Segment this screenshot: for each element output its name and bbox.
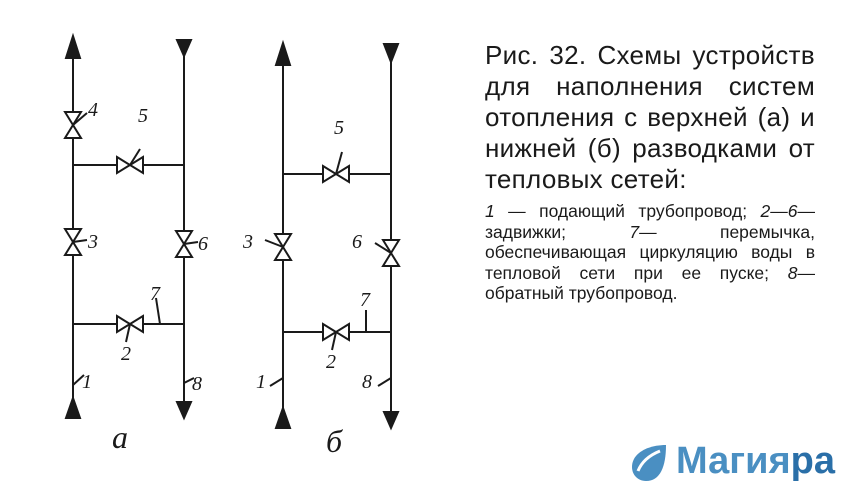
valve-4-a bbox=[63, 111, 88, 139]
callout-8-a: 8 bbox=[192, 373, 202, 395]
supply-arrow-top-a bbox=[64, 32, 82, 59]
legend-number: 2—6 bbox=[760, 201, 798, 221]
scheme-label-b: б bbox=[326, 423, 343, 459]
legend-number: 7 bbox=[629, 221, 640, 242]
leader-1-a bbox=[72, 374, 85, 386]
supply-arrow-bottom-b bbox=[274, 404, 292, 429]
leader-1-b bbox=[269, 377, 284, 387]
watermark-text-accent: ра bbox=[790, 440, 835, 482]
valve-5-a bbox=[116, 148, 144, 175]
caption-title: Рис. 32. Схемы устройств для наполнения … bbox=[485, 40, 815, 194]
return-arrow-top-a bbox=[175, 39, 193, 59]
legend-text: — задвижки; bbox=[485, 201, 815, 242]
figure-caption: Рис. 32. Схемы устройств для наполнения … bbox=[485, 40, 815, 304]
legend-text: — перемычка, обеспечивающая циркуляцию в… bbox=[485, 221, 816, 283]
supply-arrow-bottom-a bbox=[64, 394, 82, 419]
legend-number: 8 bbox=[787, 262, 798, 283]
valve-6-b bbox=[374, 239, 401, 267]
return-arrow-bottom-b bbox=[382, 411, 400, 431]
callout-1-b: 1 bbox=[256, 371, 266, 393]
callout-3-a: 3 bbox=[87, 231, 98, 253]
valve-2-b bbox=[322, 322, 350, 351]
callout-1-a: 1 bbox=[82, 371, 92, 393]
valve-3-a bbox=[63, 228, 88, 256]
callout-5-a: 5 bbox=[138, 105, 148, 127]
callout-6-b: 6 bbox=[352, 231, 362, 253]
drop-logo-icon bbox=[632, 444, 666, 481]
legend-text: — подающий трубопровод; bbox=[494, 201, 761, 221]
callout-7-a: 7 bbox=[150, 283, 161, 305]
supply-arrow-top-b bbox=[274, 39, 292, 66]
scheme-a: 4 5 3 6 7 2 1 8 а bbox=[63, 32, 208, 455]
callout-2-a: 2 bbox=[121, 343, 131, 365]
callout-6-a: 6 bbox=[198, 233, 208, 255]
legend-number: 1 bbox=[485, 201, 495, 221]
heating-fill-diagram: 4 5 3 6 7 2 1 8 а bbox=[63, 32, 401, 459]
callout-4-a: 4 bbox=[88, 99, 98, 121]
scheme-label-a: а bbox=[112, 419, 128, 455]
leader-7-a bbox=[155, 297, 161, 325]
valve-2-a bbox=[116, 314, 144, 343]
callout-3-b: 3 bbox=[242, 231, 253, 253]
return-arrow-top-b bbox=[382, 43, 400, 65]
legend-text: — обратный трубопровод. bbox=[485, 262, 815, 304]
leader-8-b bbox=[377, 377, 392, 387]
valve-5-b bbox=[322, 151, 350, 184]
valve-3-b bbox=[264, 233, 293, 261]
watermark-text-main: Магия bbox=[676, 440, 791, 482]
valve-6-a bbox=[174, 230, 199, 258]
return-arrow-bottom-a bbox=[175, 401, 193, 421]
callout-7-b: 7 bbox=[360, 289, 371, 311]
scheme-b: 5 3 6 7 2 1 8 б bbox=[242, 39, 401, 459]
callout-5-b: 5 bbox=[334, 117, 344, 139]
callout-2-b: 2 bbox=[326, 351, 336, 373]
leader-8-a bbox=[183, 377, 195, 384]
callout-8-b: 8 bbox=[362, 371, 372, 393]
caption-legend: 1 — подающий трубопровод; 2—6— задвижки;… bbox=[485, 201, 815, 304]
